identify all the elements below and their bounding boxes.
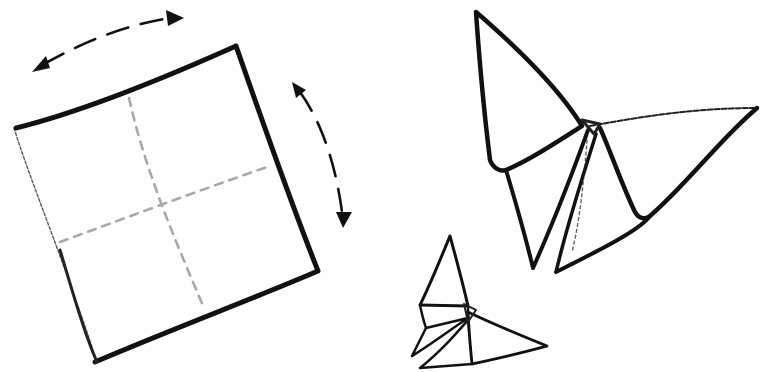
large-body bbox=[582, 120, 600, 134]
fold-arrow-top-left-head bbox=[32, 56, 50, 72]
small-wing-upper-left bbox=[420, 236, 468, 306]
small-wing-middle bbox=[420, 305, 468, 328]
fold-arrow-right bbox=[292, 82, 352, 228]
large-wing-upper-right bbox=[590, 108, 757, 126]
fold-arrow-right-bottom-head bbox=[336, 212, 352, 228]
square-edge-left-inner bbox=[60, 250, 97, 362]
square-paper bbox=[14, 46, 318, 362]
fold-arrow-top-right-head bbox=[166, 10, 184, 26]
small-wing-right bbox=[468, 312, 547, 364]
fold-arrow-top bbox=[32, 10, 184, 72]
crease-horizontal bbox=[60, 166, 270, 242]
square-edge-right bbox=[236, 46, 318, 271]
butterfly-small bbox=[412, 236, 547, 368]
square-edge-top bbox=[16, 46, 236, 128]
large-wing-upper-right-edge bbox=[600, 108, 757, 218]
large-wing-upper-left bbox=[476, 12, 582, 171]
butterfly-large bbox=[476, 12, 757, 272]
fold-arrow-top-shaft bbox=[44, 18, 170, 64]
fold-arrow-right-shaft bbox=[300, 92, 342, 212]
square-edge-bottom bbox=[95, 271, 318, 362]
